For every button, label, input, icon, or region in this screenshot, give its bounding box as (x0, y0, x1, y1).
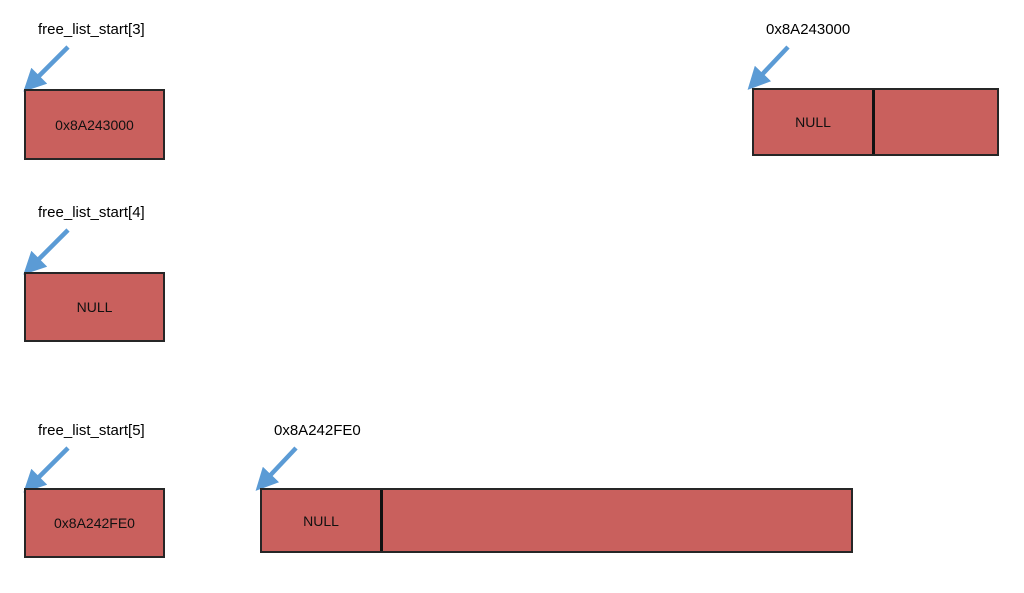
heap-label-8a243000: 0x8A243000 (766, 21, 851, 38)
pointer-box-free-list-start-3: 0x8A243000 (24, 89, 165, 160)
pointer-label-free-list-start-5: free_list_start[5] (38, 422, 145, 439)
pointer-box-value-3: 0x8A243000 (55, 116, 134, 133)
pointer-box-free-list-start-4: NULL (24, 272, 165, 342)
heap-cell-payload-5 (383, 490, 851, 551)
pointer-box-free-list-start-5: 0x8A242FE0 (24, 488, 165, 558)
heap-cell-header-3: NULL (754, 90, 875, 154)
heap-label-8a242fe0: 0x8A242FE0 (274, 422, 361, 439)
heap-block-8a242fe0: NULL (260, 488, 853, 553)
pointer-box-value-5: 0x8A242FE0 (54, 515, 135, 531)
arrow-to-heap-block-5 (255, 446, 298, 491)
pointer-label-free-list-start-3: free_list_start[3] (38, 21, 145, 38)
pointer-label-free-list-start-4: free_list_start[4] (38, 204, 145, 221)
heap-cell-payload-3 (875, 90, 997, 154)
arrow-to-pointer-box-3 (23, 45, 70, 92)
pointer-box-value-4: NULL (76, 299, 113, 315)
arrow-to-heap-block-3 (747, 45, 790, 90)
arrow-to-pointer-box-4 (23, 228, 70, 275)
heap-block-8a243000: NULL (752, 88, 999, 156)
heap-cell-header-5: NULL (262, 490, 383, 551)
